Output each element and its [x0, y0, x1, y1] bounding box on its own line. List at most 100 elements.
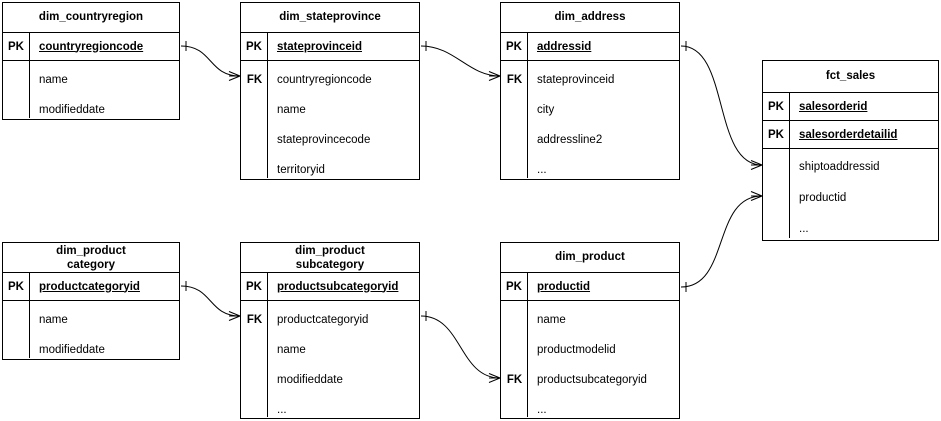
entity-row-dim_product-ellipsisellipsisellipsis[interactable]: ...: [501, 395, 679, 421]
row-field-name: addressline2: [537, 134, 603, 146]
entity-row-dim_productcategory-name[interactable]: name: [3, 305, 179, 335]
row-key-badge: FK: [246, 314, 263, 326]
row-key-badge: [763, 151, 790, 182]
row-field-name: ...: [277, 404, 287, 416]
entity-row-dim_product-productmodelid[interactable]: productmodelid: [501, 335, 679, 365]
entity-body-dim_countryregion: name modifieddate: [3, 61, 179, 118]
entity-row-dim_productsubcategory-name[interactable]: name: [241, 335, 419, 365]
cardinality-many-prong: [750, 164, 763, 170]
relationship-stateprovince-to-address[interactable]: [420, 41, 501, 81]
relationship-address-to-fctsales[interactable]: [680, 41, 763, 170]
row-key-badge: [763, 213, 790, 244]
entity-row-dim_countryregion-modifieddate[interactable]: modifieddate: [3, 95, 179, 125]
relationship-productcategory-to-subcategory[interactable]: [180, 281, 241, 321]
relationship-countryregion-to-stateprovince[interactable]: [180, 41, 241, 81]
row-key-badge: [501, 335, 528, 365]
row-field-name: name: [277, 344, 306, 356]
entity-row-dim_address-ellipsisellipsisellipsis[interactable]: ...: [501, 155, 679, 185]
entity-row-dim_productcategory-modifieddate[interactable]: modifieddate: [3, 335, 179, 365]
entity-row-dim_stateprovince-name[interactable]: name: [241, 95, 419, 125]
relationship-productsubcategory-to-product[interactable]: [420, 311, 501, 383]
row-key-badge: [241, 95, 268, 125]
entity-row-dim_productsubcategory-modifieddate[interactable]: modifieddate: [241, 365, 419, 395]
entity-row-dim_product-productid[interactable]: PK productid: [501, 273, 679, 301]
row-field-name: salesorderdetailid: [799, 128, 898, 141]
relationship-line: [180, 285, 241, 317]
key-column-rule: [501, 61, 528, 178]
key-column-rule: [241, 61, 268, 178]
row-field-name: modifieddate: [39, 104, 105, 116]
key-column-rule: [501, 301, 528, 417]
row-key-badge: FK: [506, 374, 523, 386]
row-key-badge: [3, 335, 30, 365]
relationship-line: [420, 315, 501, 379]
row-key-badge: PK: [241, 273, 268, 300]
row-key-badge: PK: [501, 273, 528, 300]
cardinality-many-prong: [488, 71, 501, 77]
row-field-name: name: [277, 104, 306, 116]
row-key-badge: PK: [763, 121, 790, 148]
entity-row-dim_address-addressline2[interactable]: addressline2: [501, 125, 679, 155]
entity-row-dim_stateprovince-territoryid[interactable]: territoryid: [241, 155, 419, 185]
row-field-name: productid: [537, 280, 591, 293]
row-field-name: stateprovincecode: [277, 134, 371, 146]
relationship-line: [680, 45, 763, 166]
row-key-badge: [241, 125, 268, 155]
cardinality-many-prong: [750, 191, 763, 197]
row-field-name: shiptoaddressid: [799, 160, 880, 173]
row-key-badge: [501, 125, 528, 155]
entity-row-dim_stateprovince-stateprovincecode[interactable]: stateprovincecode: [241, 125, 419, 155]
entity-row-dim_productsubcategory-productsubcategoryid[interactable]: PK productsubcategoryid: [241, 273, 419, 301]
entity-title-line: dim_product: [56, 244, 126, 257]
cardinality-many-prong: [750, 195, 763, 201]
entity-title-line: fct_sales: [825, 70, 876, 82]
entity-title-line: dim_stateprovince: [279, 11, 381, 23]
cardinality-many-prong: [228, 71, 241, 77]
entity-row-fct_sales-ellipsisellipsisellipsis[interactable]: ...: [763, 213, 938, 244]
entity-row-dim_address-city[interactable]: city: [501, 95, 679, 125]
row-field-name: stateprovinceid: [277, 40, 362, 53]
entity-row-dim_countryregion-name[interactable]: name: [3, 65, 179, 95]
row-key-badge: PK: [3, 33, 30, 60]
row-key-badge: [501, 305, 528, 335]
row-key-badge: [241, 155, 268, 185]
cardinality-many-prong: [228, 311, 241, 317]
row-key-badge: [3, 95, 30, 125]
entity-body-fct_sales: shiptoaddressid productid...: [763, 149, 938, 238]
row-field-name: addressid: [537, 40, 592, 53]
entity-row-fct_sales-salesorderdetailid[interactable]: PK salesorderdetailid: [763, 121, 938, 149]
entity-title-dim_countryregion: dim_countryregion: [3, 3, 179, 33]
relationship-line: [420, 45, 501, 77]
entity-row-fct_sales-productid[interactable]: productid: [763, 182, 938, 213]
entity-row-dim_product-name[interactable]: name: [501, 305, 679, 335]
row-field-name: productsubcategoryid: [277, 280, 399, 293]
entity-row-dim_productsubcategory-ellipsisellipsisellipsis[interactable]: ...: [241, 395, 419, 421]
row-field-name: ...: [799, 222, 809, 235]
entity-title-line: dim_countryregion: [38, 11, 144, 23]
entity-title-dim_address: dim_address: [501, 3, 679, 33]
relationship-product-to-fctsales[interactable]: [680, 191, 763, 293]
entity-title-line: dim_product: [295, 244, 365, 257]
entity-row-fct_sales-shiptoaddressid[interactable]: shiptoaddressid: [763, 151, 938, 182]
cardinality-many-prong: [228, 75, 241, 81]
